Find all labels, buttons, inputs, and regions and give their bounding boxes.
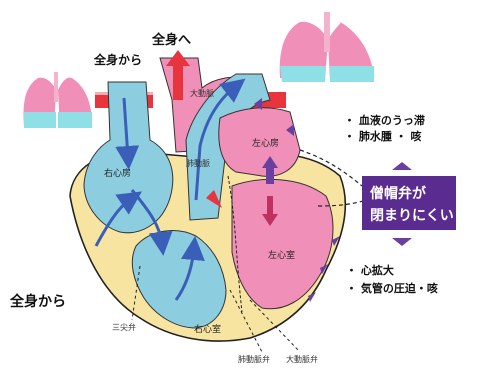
lungs-right-icon (280, 12, 374, 82)
label-right-atrium: 右心房 (104, 167, 131, 179)
label-pulmonary-valve: 肺動脈弁 (238, 354, 270, 364)
down-arrow-icon (392, 238, 412, 246)
effect-lower-1: ・ 心拡大 (346, 263, 394, 277)
callout-line2: 閉まりにくい (370, 208, 454, 224)
label-aorta: 大動脈 (190, 88, 214, 98)
label-aortic-valve: 大動脈弁 (286, 354, 318, 364)
label-right-ventricle: 右心室 (194, 323, 221, 335)
label-left-atrium: 左心房 (252, 137, 279, 149)
effect-upper-2: ・ 肺水腫 ・ 咳 (344, 129, 422, 143)
callout-line1: 僧帽弁が (370, 185, 427, 202)
up-arrow-icon (392, 162, 412, 170)
label-to-body: 全身へ (151, 32, 191, 48)
lungs-left-icon (24, 72, 92, 128)
left-ventricle-region (232, 179, 333, 308)
label-from-body-top: 全身から (93, 52, 142, 67)
effect-lower-2: ・ 気管の圧迫・咳 (346, 281, 438, 295)
label-tricuspid-valve: 三尖弁 (112, 322, 136, 332)
label-left-ventricle: 左心室 (268, 249, 295, 261)
label-pulmonary-artery: 肺動脈 (186, 158, 210, 168)
label-from-body-bottom: 全身から (9, 293, 66, 310)
effect-upper-1: ・ 血液のうっ滞 (344, 113, 425, 127)
